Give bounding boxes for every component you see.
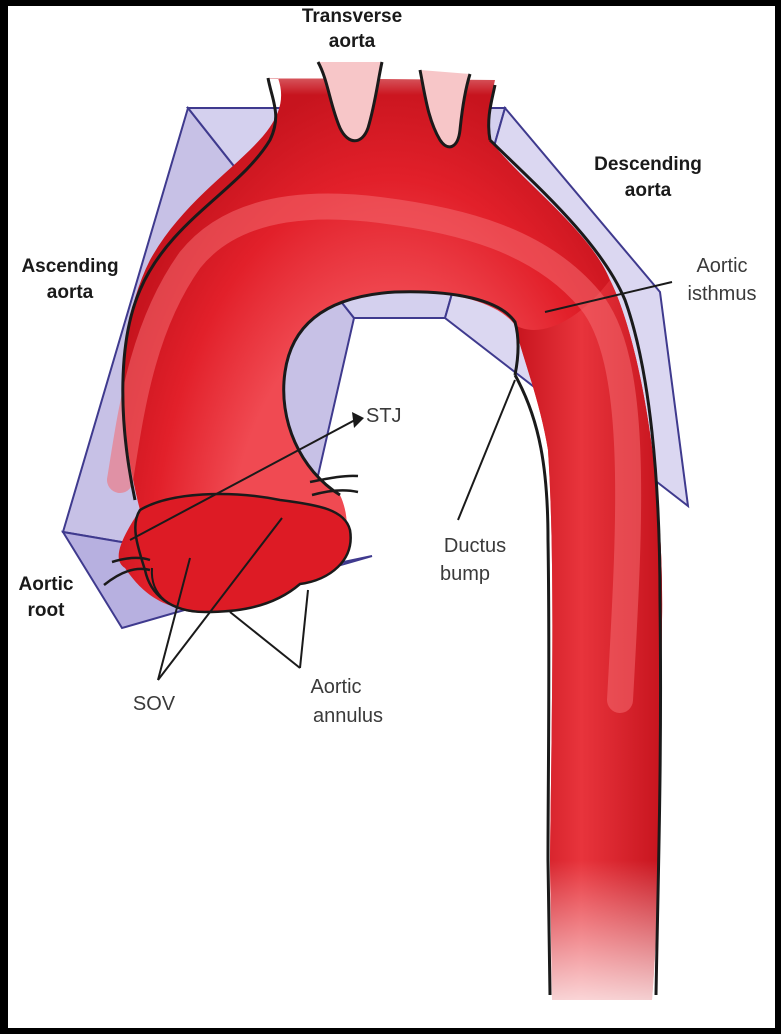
label-aortic-annulus: Aortic annulus bbox=[310, 676, 383, 727]
label-stj-text: STJ bbox=[366, 405, 402, 427]
label-annulus-line2: annulus bbox=[313, 705, 383, 727]
label-isthmus-line2: isthmus bbox=[688, 283, 757, 305]
label-isthmus-line1: Aortic bbox=[696, 255, 747, 277]
label-aortic-isthmus: Aortic isthmus bbox=[688, 255, 757, 305]
label-ascending-line1: Ascending bbox=[21, 256, 118, 277]
label-ascending-aorta: Ascending aorta bbox=[21, 256, 118, 303]
label-ascending-line2: aorta bbox=[47, 282, 94, 303]
label-ductus-line1: Ductus bbox=[444, 535, 506, 557]
label-descending-line1: Descending bbox=[594, 154, 702, 175]
label-stj: STJ bbox=[366, 405, 402, 427]
label-aortic-root: Aortic root bbox=[19, 574, 74, 621]
label-sov: SOV bbox=[133, 693, 176, 715]
label-ductus-bump: Ductus bump bbox=[440, 535, 506, 585]
label-transverse-line1: Transverse bbox=[302, 6, 402, 27]
label-descending-aorta: Descending aorta bbox=[594, 154, 702, 201]
label-sov-text: SOV bbox=[133, 693, 176, 715]
label-annulus-line1: Aortic bbox=[310, 676, 361, 698]
label-root-line2: root bbox=[28, 600, 66, 621]
label-descending-line2: aorta bbox=[625, 180, 672, 201]
label-root-line1: Aortic bbox=[19, 574, 74, 595]
label-ductus-line2: bump bbox=[440, 563, 490, 585]
label-transverse-line2: aorta bbox=[329, 31, 376, 52]
aorta-diagram: Transverse aorta Descending aorta Ascend… bbox=[8, 6, 775, 1028]
diagram-canvas: Transverse aorta Descending aorta Ascend… bbox=[8, 6, 775, 1028]
